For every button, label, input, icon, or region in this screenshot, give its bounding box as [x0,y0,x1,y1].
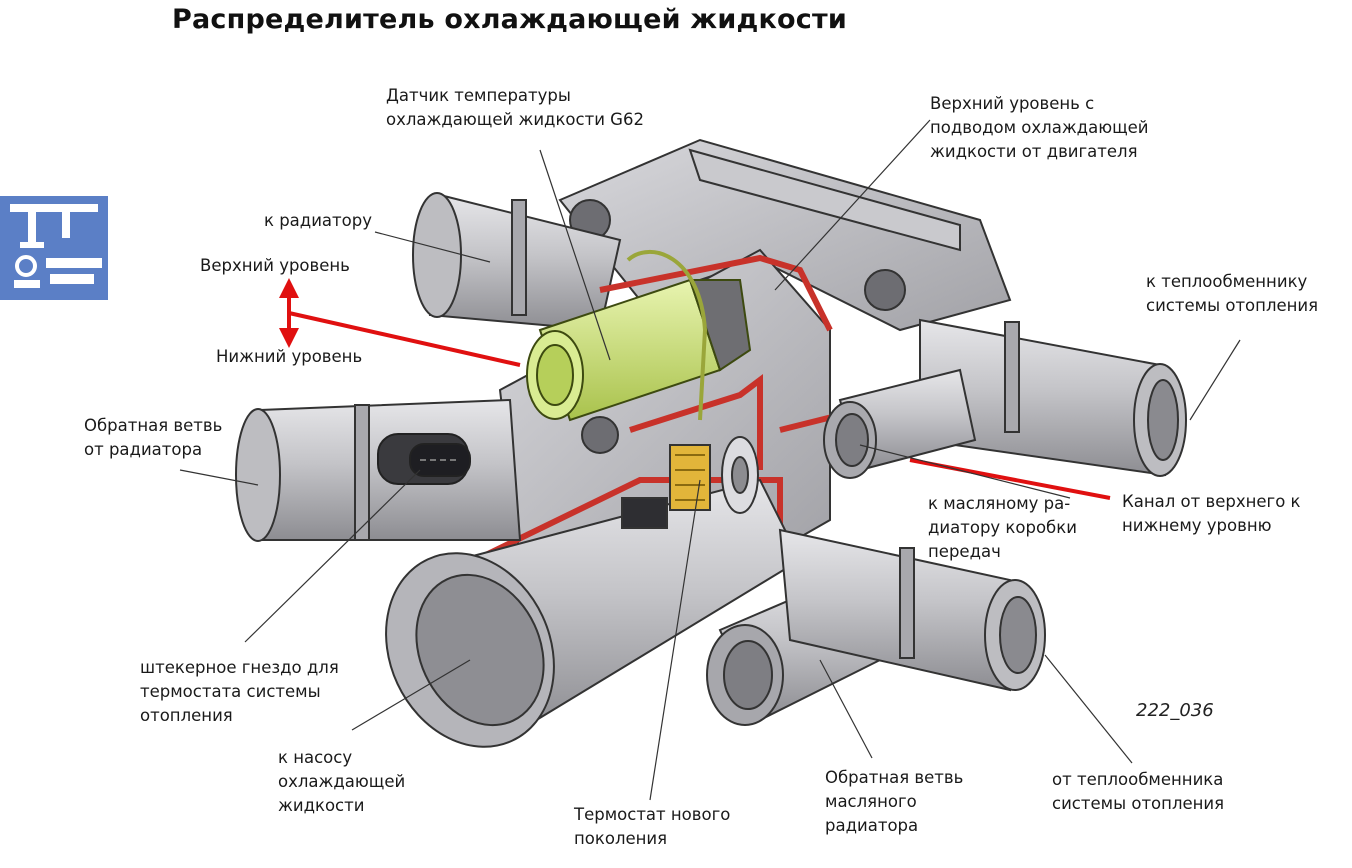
page-title: Распределитель охлаждающей жидкости [172,4,847,35]
label-to-radiator: к радиатору [264,211,372,230]
pipe-to-pump [385,478,802,748]
temperature-sensor-g62 [526,250,752,422]
label-upper-level: Верхний уровень [200,256,350,275]
upper-housing [558,138,1012,332]
figure-reference: 222_036 [1136,700,1214,721]
label-lower-level: Нижний уровень [216,347,363,366]
label-to-gearbox-oil-radiator: к масляному ра- диатору коробки передач [928,494,1077,561]
label-to-heat-exchanger: к теплообменнику системы отопления [1146,272,1319,315]
label-oil-radiator-return: Обратная ветвь масляного радиатора [825,768,964,835]
pipe-to-gearbox-oil-radiator [823,368,977,479]
thermostat [581,416,759,529]
label-new-thermostat: Термостат нового поколения [574,805,731,848]
label-plug-socket-thermostat: штекерное гнездо для термостата системы … [140,658,339,725]
label-channel-upper-to-lower: Канал от верхнего к нижнему уровню [1122,492,1301,535]
pipe-from-heat-exchanger [778,528,1046,692]
label-sensor-g62: Датчик температуры охлаждающей жидкости … [386,86,644,129]
label-to-coolant-pump: к насосу охлаждающей жидкости [278,748,406,815]
plug-socket [377,433,471,485]
pipe-to-radiator [412,192,622,332]
label-from-heat-exchanger: от теплообменника системы отопления [1052,770,1225,813]
engine-logo-icon [0,196,108,300]
leader-lines [179,119,1241,801]
label-upper-level-supply: Верхний уровень с подводом охлаждающей ж… [930,94,1149,161]
pipe-to-heat-exchanger [919,318,1187,477]
level-arrow-indicator [279,278,521,367]
label-return-from-radiator: Обратная ветвь от радиатора [84,416,223,459]
